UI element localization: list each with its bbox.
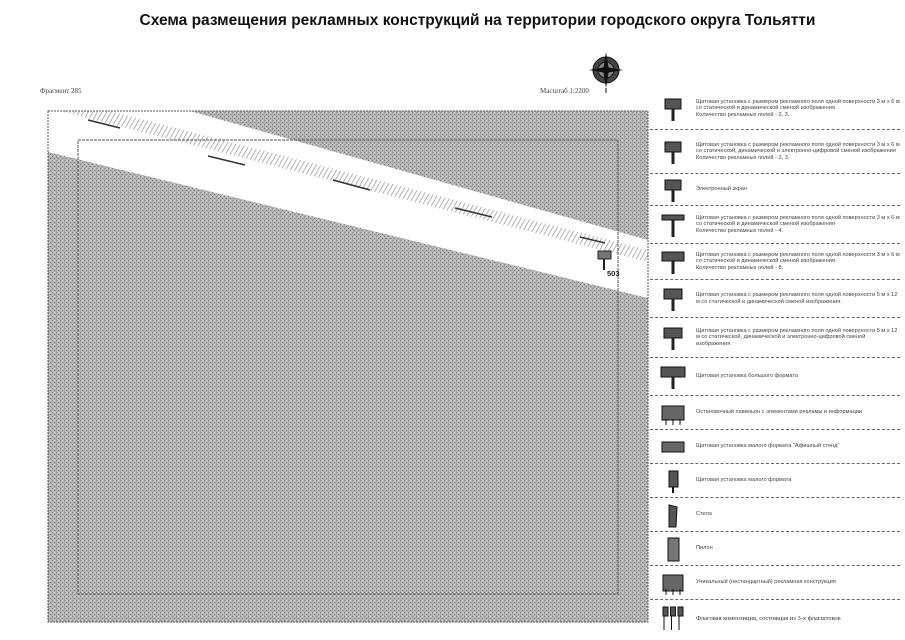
legend-item: Уникальный (нестандартный) рекламная кон…: [650, 566, 900, 600]
legend-item-text: Щитовая установка с размером рекламного …: [696, 98, 900, 118]
legend-item-text: Щитовая установка с размером рекламного …: [696, 251, 900, 271]
legend-item: Флаговая композиция, состоящая из 3-х фл…: [650, 600, 900, 636]
legend-item-text: Щитовая установка малого формата: [696, 477, 792, 484]
legend-item: Стела: [650, 498, 900, 532]
legend-item-text: Щитовая установка с размером рекламного …: [696, 327, 898, 347]
billboard-3x6-icon: [650, 96, 696, 122]
city-board-icon: [650, 434, 696, 460]
legend-item-text: Щитовая установка с размером рекламного …: [696, 214, 900, 234]
billboard-4-fields-icon: [650, 212, 696, 238]
legend-item: Щитовая установка с размером рекламного …: [650, 88, 900, 130]
legend-item: Щитовая установка с размером рекламного …: [650, 206, 900, 244]
legend-item-text: Щитовая установка с размером рекламного …: [696, 292, 898, 305]
billboard-3x6-digital-icon: [650, 139, 696, 165]
road-edge-strip: [60, 111, 648, 262]
flag-composition-icon: [650, 605, 696, 631]
legend-item-text: Уникальный (нестандартный) рекламная кон…: [696, 579, 836, 586]
marker-label: 503: [607, 269, 620, 278]
billboard-8-fields-icon: [650, 249, 696, 275]
legend-item-text: Пилон: [696, 545, 713, 552]
scale-label: Масштаб 1:2200: [540, 87, 589, 95]
electronic-screen-icon: [650, 177, 696, 203]
stela-icon: [650, 502, 696, 528]
legend-item: Щитовая установка с размером рекламного …: [650, 280, 900, 318]
map-frame: [47, 110, 649, 623]
legend-item: Щитовая установка малого формата: [650, 464, 900, 498]
bus-stop-pavilion-icon: [650, 400, 696, 426]
legend-item: Щитовая установка большого формата: [650, 358, 900, 396]
legend-item: Щитовая установка с размером рекламного …: [650, 244, 900, 280]
legend-item-text: Щитовая установка большого формата: [696, 373, 798, 380]
legend-item: Щитовая установка с размером рекламного …: [650, 130, 900, 174]
legend-item-text: Щитовая установка с размером рекламного …: [696, 141, 900, 161]
fragment-label: Фрагмент 285: [40, 87, 82, 95]
legend-item: Щитовая установка малого формата "Афишны…: [650, 430, 900, 464]
legend-item: Пилон: [650, 532, 900, 566]
large-format-billboard-icon: [650, 364, 696, 390]
legend-item-text: Щитовая установка малого формата "Афишны…: [696, 443, 840, 450]
billboard-marker-503[interactable]: 503: [597, 250, 620, 278]
billboard-5x12-digital-icon: [650, 325, 696, 351]
legend-item-text: Электронный экран: [696, 186, 747, 193]
legend-item-text: Стела: [696, 511, 712, 518]
legend-item: Остановочный павильон с элементами рекла…: [650, 396, 900, 430]
billboard-5x12-icon: [650, 286, 696, 312]
unique-construction-icon: [650, 570, 696, 596]
road-markings: [87, 119, 606, 244]
lower-block: [48, 152, 648, 622]
pylon-icon: [650, 536, 696, 562]
legend-item: Электронный экран: [650, 174, 900, 206]
page-title: Схема размещения рекламных конструкций н…: [139, 12, 816, 29]
small-format-billboard-icon: [650, 468, 696, 494]
legend-item-text: Флаговая композиция, состоящая из 3-х фл…: [696, 614, 841, 622]
legend-item: Щитовая установка с размером рекламного …: [650, 318, 900, 358]
compass-rose-icon: [589, 52, 623, 93]
legend-item-text: Остановочный павильон с элементами рекла…: [696, 409, 863, 416]
fragment-boundary: [77, 139, 619, 595]
legend: Щитовая установка с размером рекламного …: [650, 88, 900, 636]
upper-block: [190, 111, 648, 240]
